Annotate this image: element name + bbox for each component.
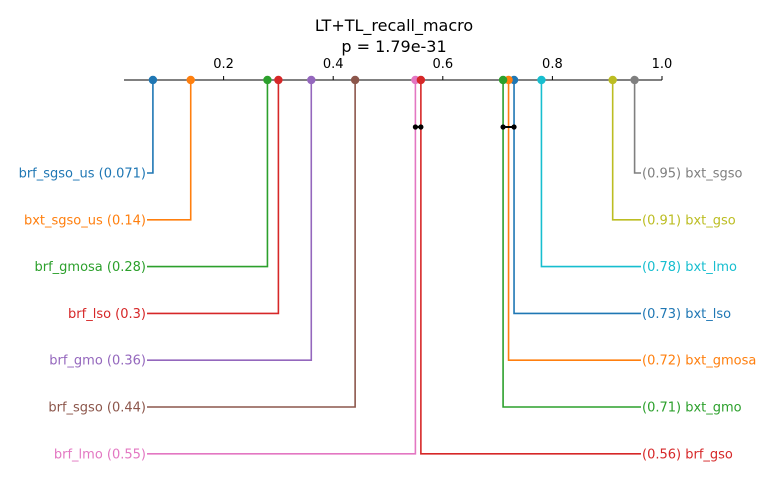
clique-endpoint [418, 124, 424, 130]
method-label-bxt-gso: (0.91) bxt_gso [642, 213, 736, 228]
method-label-brf-gso: (0.56) brf_gso [642, 447, 733, 462]
method-label-brf-lmo: brf_lmo (0.55) [54, 447, 146, 462]
method-label-brf-sgso-us: brf_sgso_us (0.071) [19, 167, 146, 182]
marker-bxt-lmo [537, 75, 546, 85]
tick-label: 0.8 [542, 57, 563, 72]
marker-brf-lso [274, 75, 283, 85]
axis-ticks: 0.2 0.4 0.6 0.8 1.0 [213, 57, 672, 80]
marker-bxt-sgso [630, 75, 639, 85]
clique-bars [412, 124, 517, 130]
marker-bxt-gmo [498, 75, 508, 85]
method-label-brf-gmosa: brf_gmosa (0.28) [34, 260, 146, 275]
method-label-bxt-lso: (0.73) bxt_lso [642, 307, 731, 322]
connector-bxt-lso [513, 80, 641, 315]
connector-brf-gmo [147, 80, 313, 362]
chart-title: LT+TL_recall_macro [315, 16, 473, 36]
method-label-brf-lso: brf_lso (0.3) [68, 307, 146, 322]
marker-bxt-gso [608, 75, 617, 85]
marker-brf-sgso [350, 75, 360, 85]
connector-brf-lmo [147, 80, 417, 455]
marker-brf-gmosa [263, 75, 272, 85]
tick-label: 0.6 [432, 57, 453, 72]
method-label-bxt-gmo: (0.71) bxt_gmo [642, 401, 742, 416]
tick-label: 0.4 [323, 57, 344, 72]
method-label-bxt-lmo: (0.78) bxt_lmo [642, 260, 737, 275]
connector-bxt-gmosa [507, 80, 641, 362]
method-markers [148, 75, 639, 85]
connector-bxt-sgso-us [147, 80, 192, 221]
clique-endpoint [500, 124, 506, 130]
connector-bxt-gso [611, 80, 641, 221]
clique-endpoint [412, 124, 418, 130]
marker-bxt-sgso-us [186, 75, 195, 85]
tick-label: 0.2 [213, 57, 234, 72]
connector-bxt-sgso [633, 80, 641, 174]
method-labels: brf_sgso_us (0.071) bxt_sgso_us (0.14) brf… [19, 167, 757, 463]
method-label-bxt-sgso: (0.95) bxt_sgso [642, 167, 743, 182]
connector-bxt-gmo [502, 80, 641, 408]
clique-endpoint [511, 124, 517, 130]
chart-subtitle: p = 1.79e-31 [341, 37, 446, 56]
connector-brf-gso [420, 80, 641, 455]
marker-brf-sgso-us [148, 75, 158, 85]
method-label-brf-sgso: brf_sgso (0.44) [48, 401, 146, 416]
method-label-bxt-sgso-us: bxt_sgso_us (0.14) [24, 213, 146, 228]
method-label-bxt-gmosa: (0.72) bxt_gmosa [642, 354, 756, 369]
connector-brf-lso [147, 80, 280, 315]
connector-brf-sgso-us [147, 80, 154, 174]
tick-label: 1.0 [652, 57, 673, 72]
marker-brf-gmo [307, 75, 316, 85]
marker-brf-gso [416, 75, 426, 85]
connector-bxt-lmo [540, 80, 641, 268]
method-label-brf-gmo: brf_gmo (0.36) [49, 354, 146, 369]
connector-brf-sgso [147, 80, 356, 408]
connector-brf-gmosa [147, 80, 269, 268]
method-connectors [147, 80, 641, 455]
